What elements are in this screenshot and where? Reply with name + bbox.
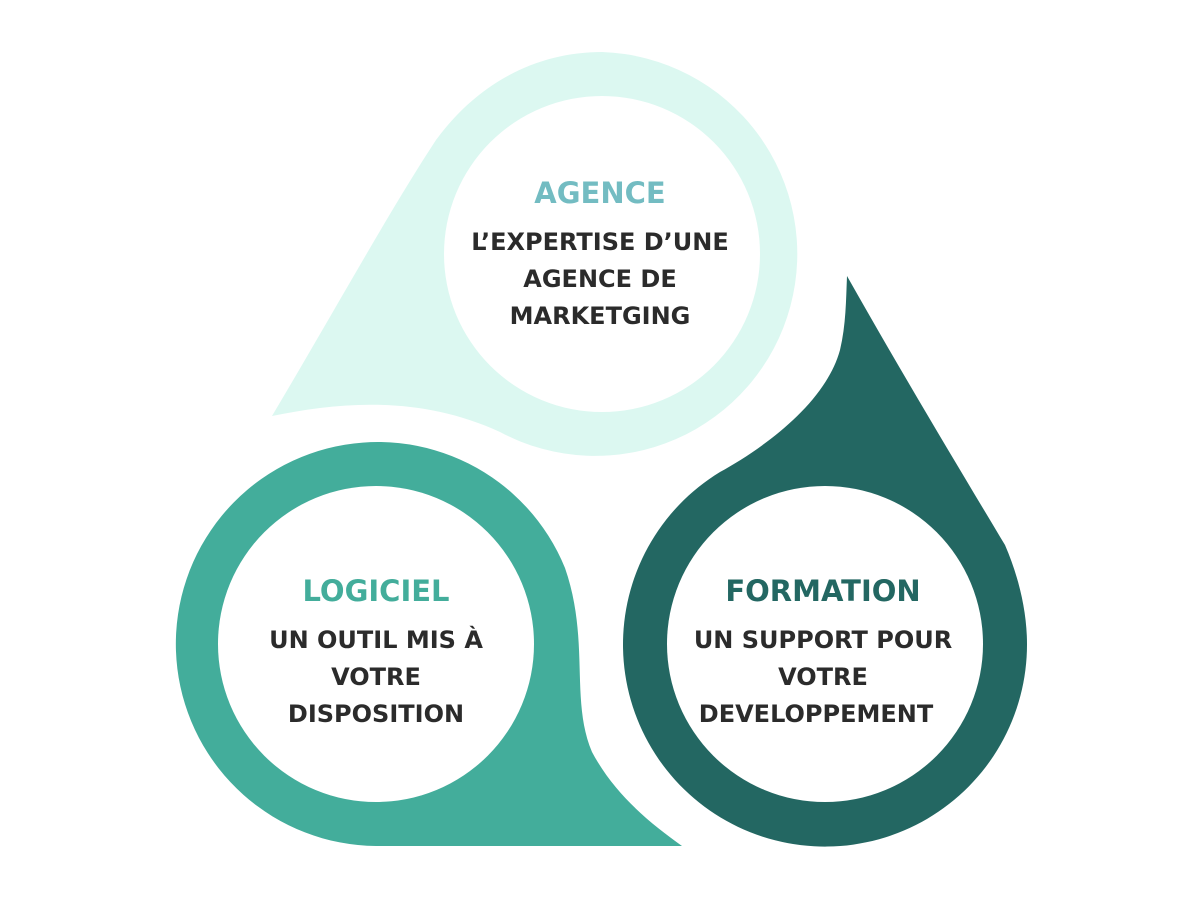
formation-line-3: DEVELOPPEMENT	[699, 700, 934, 728]
formation-line-2: VOTRE	[778, 663, 868, 691]
formation-inner-circle	[667, 486, 983, 802]
agence-inner-circle	[444, 96, 760, 412]
logiciel-title: LOGICIEL	[302, 574, 449, 608]
logiciel-inner-circle	[218, 486, 534, 802]
agence-line-2: AGENCE DE	[523, 265, 676, 293]
agence-line-3: MARKETGING	[510, 302, 691, 330]
logiciel-line-1: UN OUTIL MIS À	[269, 625, 483, 654]
formation-block: FORMATION UN SUPPORT POUR VOTRE DEVELOPP…	[623, 276, 1028, 847]
agence-block: AGENCE L’EXPERTISE D’UNE AGENCE DE MARKE…	[272, 52, 798, 456]
logiciel-block: LOGICIEL UN OUTIL MIS À VOTRE DISPOSITIO…	[175, 442, 682, 846]
logiciel-line-3: DISPOSITION	[288, 700, 464, 728]
formation-line-1: UN SUPPORT POUR	[694, 626, 952, 654]
formation-title: FORMATION	[725, 574, 920, 608]
agence-line-1: L’EXPERTISE D’UNE	[471, 228, 729, 256]
logiciel-line-2: VOTRE	[331, 663, 421, 691]
agence-title: AGENCE	[534, 176, 665, 210]
